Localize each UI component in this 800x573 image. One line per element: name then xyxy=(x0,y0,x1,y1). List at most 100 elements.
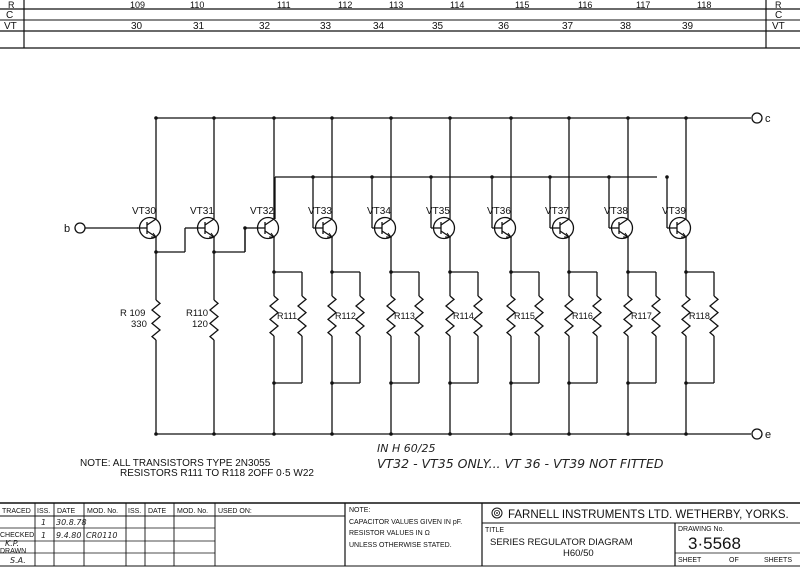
junction-dot xyxy=(370,175,374,179)
rev-1-date: 30.8.78 xyxy=(56,518,87,527)
resistor-label-r117: R117 xyxy=(631,311,652,321)
junction-dot xyxy=(389,381,393,385)
resistor-a xyxy=(385,295,397,337)
terminal-b-icon xyxy=(74,222,86,234)
junction-dot xyxy=(626,381,630,385)
resistor-b xyxy=(533,295,545,337)
transistor-collector-leg xyxy=(204,218,215,226)
handwritten-note-2: VT32 - VT35 ONLY... VT 36 - VT39 NOT FIT… xyxy=(377,456,664,471)
junction-dot xyxy=(607,175,611,179)
junction-dot xyxy=(330,270,334,274)
junction-dot xyxy=(448,381,452,385)
grid-vt-36: 36 xyxy=(498,21,510,32)
checked-by: K.P. xyxy=(5,539,19,548)
resistor-label-r116: R116 xyxy=(572,311,593,321)
r109-label: R 109 xyxy=(120,308,145,319)
iss-header: ISS. xyxy=(37,508,50,515)
resistor-b xyxy=(354,295,366,337)
grid-vt-37: 37 xyxy=(562,21,574,32)
used-on-header: USED ON: xyxy=(218,508,252,515)
resistor-label-r111: R111 xyxy=(277,311,297,321)
transistor-label-vt34: VT34 xyxy=(367,206,391,217)
resistor-b xyxy=(413,295,425,337)
junction-dot xyxy=(567,432,571,436)
grid-r-111: 111 xyxy=(277,0,291,10)
junction-dot xyxy=(272,116,276,120)
resistor-label-r113: R113 xyxy=(394,311,415,321)
transistor-collector-leg xyxy=(440,218,451,226)
drawing-number: 3·5568 xyxy=(688,534,741,553)
junction-dot xyxy=(389,270,393,274)
grid-row-label-r-right: R xyxy=(775,0,782,10)
grid-r-114: 114 xyxy=(450,0,464,10)
mod-no-header: MOD. No. xyxy=(87,508,118,515)
resistor-a xyxy=(680,295,692,337)
transistor-emitter-leg xyxy=(559,230,570,238)
transistor-label-vt39: VT39 xyxy=(662,206,686,217)
resistor-b xyxy=(708,295,720,337)
mod-no-header-2: MOD. No. xyxy=(177,508,208,515)
terminal-c-icon xyxy=(751,112,763,124)
resistor-b xyxy=(591,295,603,337)
junction-dot xyxy=(330,381,334,385)
terminal-b-label: b xyxy=(64,223,70,235)
junction-dot xyxy=(154,250,158,254)
grid-vt-30: 30 xyxy=(131,21,143,32)
transistor-label-vt31: VT31 xyxy=(190,206,214,217)
resistor-label-r112: R112 xyxy=(335,311,356,321)
junction-dot xyxy=(272,381,276,385)
resistor-a xyxy=(444,295,456,337)
resistor-label-r114: R114 xyxy=(453,311,474,321)
grid-row-label-c-right: C xyxy=(775,10,782,21)
drawn-label: DRAWN xyxy=(0,548,26,555)
resistor-a xyxy=(622,295,634,337)
transistor-emitter-leg xyxy=(264,230,275,238)
grid-vt-34: 34 xyxy=(373,21,385,32)
junction-dot xyxy=(509,432,513,436)
grid-vt-38: 38 xyxy=(620,21,632,32)
grid-r-113: 113 xyxy=(389,0,403,10)
company-logo-icon xyxy=(491,507,503,519)
note-line-2: RESISTORS R111 TO R118 2OFF 0·5 W22 xyxy=(120,468,314,479)
junction-dot xyxy=(684,381,688,385)
junction-dot xyxy=(330,116,334,120)
transistor-emitter-leg xyxy=(618,230,629,238)
junction-dot xyxy=(548,175,552,179)
transistor-collector-leg xyxy=(501,218,512,226)
junction-dot xyxy=(272,270,276,274)
traced-header: TRACED xyxy=(2,508,31,515)
junction-dot xyxy=(154,432,158,436)
transistor-label-vt36: VT36 xyxy=(487,206,511,217)
junction-dot xyxy=(684,432,688,436)
transistor-collector-leg xyxy=(146,218,157,226)
drawing-title: SERIES REGULATOR DIAGRAM xyxy=(490,537,633,548)
date-header-2: DATE xyxy=(148,508,166,515)
terminal-e-icon xyxy=(751,428,763,440)
resistor-b xyxy=(650,295,662,337)
junction-dot xyxy=(509,270,513,274)
junction-dot xyxy=(272,432,276,436)
grid-vt-35: 35 xyxy=(432,21,444,32)
junction-dot xyxy=(567,270,571,274)
junction-dot xyxy=(626,432,630,436)
junction-dot xyxy=(509,381,513,385)
title-block: TRACED ISS. DATE MOD. No. ISS. DATE MOD.… xyxy=(0,502,800,567)
r109-value: 330 xyxy=(131,319,147,330)
rev-2-date: 9.4.80 xyxy=(56,531,81,540)
junction-dot xyxy=(311,175,315,179)
company-name: FARNELL INSTRUMENTS LTD. WETHERBY, YORKS… xyxy=(508,509,789,521)
of-label: OF xyxy=(729,557,739,564)
transistor-emitter-leg xyxy=(204,230,215,238)
transistor-emitter-leg xyxy=(322,230,333,238)
junction-dot xyxy=(509,116,513,120)
resistor-a xyxy=(563,295,575,337)
grid-row-label-vt: VT xyxy=(4,21,17,32)
grid-row-label-r: R xyxy=(8,0,15,10)
junction-dot xyxy=(448,116,452,120)
junction-dot xyxy=(448,432,452,436)
transistor-label-vt37: VT37 xyxy=(545,206,569,217)
resistor-b xyxy=(472,295,484,337)
junction-dot xyxy=(626,270,630,274)
r110-value: 120 xyxy=(192,319,208,330)
